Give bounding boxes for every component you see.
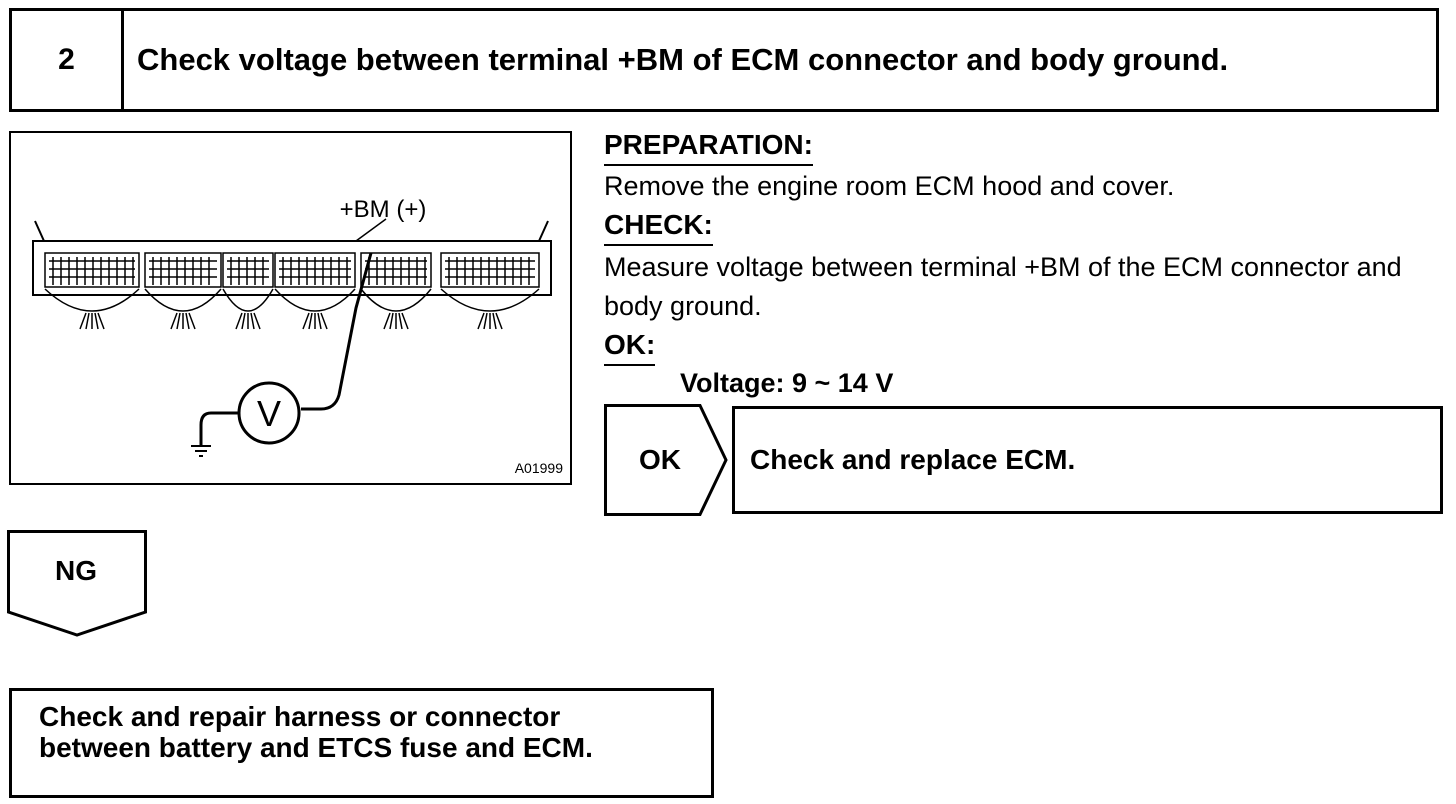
check-text: Measure voltage between terminal +BM of … [604, 252, 1402, 321]
wire-strand [320, 312, 328, 330]
connector-block [440, 252, 540, 288]
wire-strand [389, 312, 394, 330]
ground-icon [191, 445, 211, 457]
preparation-text: Remove the engine room ECM hood and cove… [604, 171, 1175, 201]
wire-strand [383, 312, 391, 330]
ok-label: OK [639, 444, 681, 475]
ng-label: NG [55, 555, 97, 586]
ng-action-line-1: Check and repair harness or connector [39, 701, 561, 732]
wire-loom [360, 288, 432, 312]
ecm-housing [32, 220, 552, 296]
ng-action-box: Check and repair harness or connector be… [9, 688, 714, 798]
ok-heading: OK: [604, 328, 656, 366]
wire-strand [495, 312, 503, 330]
wire-loom [274, 288, 356, 312]
ng-arrow-shape [7, 530, 147, 637]
figure-id: A01999 [515, 460, 563, 476]
check-heading: CHECK: [604, 208, 713, 246]
wire-strand [176, 312, 181, 330]
wire-strand [94, 312, 99, 330]
connector-block [44, 252, 140, 288]
wire-strand [170, 312, 178, 330]
wire-strand [85, 312, 90, 330]
wire-loom [44, 288, 140, 312]
ecm-connector-illustration: V +BM (+) A01999 [32, 196, 563, 476]
ok-action-box: Check and replace ECM. [732, 406, 1443, 514]
meter-symbol: V [257, 393, 281, 434]
probe-lead [301, 252, 373, 411]
preparation-heading: PREPARATION: [604, 128, 813, 166]
wire-strand [79, 312, 87, 330]
step-title: Check voltage between terminal +BM of EC… [137, 42, 1229, 77]
step-number: 2 [12, 11, 124, 109]
wire-strand [250, 312, 255, 330]
connector-block [222, 252, 274, 288]
wire-loom [144, 288, 222, 312]
wire-loom [440, 288, 540, 312]
ground-lead [199, 411, 239, 445]
terminal-label: +BM (+) [340, 196, 427, 223]
wire-strand [253, 312, 261, 330]
wire-strand [241, 312, 246, 330]
wire-strand [235, 312, 243, 330]
wire-strand [401, 312, 409, 330]
ng-action-line-2: between battery and ETCS fuse and ECM. [39, 732, 593, 763]
ok-spec: Voltage: 9 ~ 14 V [680, 368, 894, 398]
ok-action-text: Check and replace ECM. [750, 444, 1076, 475]
terminal-leader-line [355, 218, 387, 242]
wire-strand [317, 312, 322, 330]
connector-row [44, 252, 540, 288]
wire-strand [477, 312, 485, 330]
connector-block [360, 252, 432, 288]
connector-block [274, 252, 356, 288]
wire-strand [188, 312, 196, 330]
voltmeter-icon: V [237, 381, 301, 445]
wire-strand [97, 312, 105, 330]
wire-strand [398, 312, 403, 330]
wire-strand [483, 312, 488, 330]
connector-block [144, 252, 222, 288]
wire-strand [308, 312, 313, 330]
wire-strand [302, 312, 310, 330]
wire-bundles [44, 288, 540, 330]
wire-strand [492, 312, 497, 330]
ok-arrow-shape [604, 404, 728, 516]
step-header-box: 2 Check voltage between terminal +BM of … [9, 8, 1439, 112]
connector-diagram: V +BM (+) A01999 [9, 131, 572, 485]
wire-strand [185, 312, 190, 330]
wire-loom [222, 288, 274, 312]
